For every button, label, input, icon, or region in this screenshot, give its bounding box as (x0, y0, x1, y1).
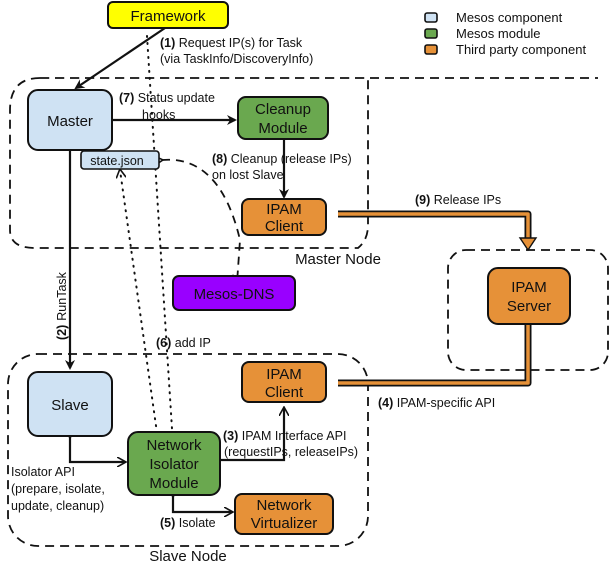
mesos-dns-node: Mesos-DNS (172, 275, 296, 311)
mesos-dns-label: Mesos-DNS (194, 286, 275, 303)
isolator-api-label-line2: (prepare, isolate, (11, 482, 105, 496)
edge-8-label-line2: on lost Slave (212, 168, 284, 182)
slave-ipam-client-label-line2: Client (265, 384, 304, 401)
edge-release-ips (338, 210, 538, 252)
edge-1-label-line1: (1) Request IP(s) for Task (160, 36, 303, 50)
legend: Mesos component Mesos module Third party… (424, 10, 586, 57)
framework-label: Framework (130, 8, 206, 25)
network-virtualizer-label-line1: Network (256, 497, 312, 514)
framework-node: Framework (107, 1, 229, 29)
edge-9-label: (9) Release IPs (415, 193, 501, 207)
edge-isolator-api (70, 437, 125, 462)
edge-add-ip (120, 170, 159, 441)
cleanup-module-node: Cleanup Module (237, 96, 329, 140)
legend-swatch-third-party (424, 44, 438, 55)
edge-isolate (173, 496, 232, 512)
master-ipam-client-label-line1: IPAM (266, 201, 302, 218)
edge-request-ips (74, 27, 166, 90)
ipam-server-node: IPAM Server (487, 267, 571, 325)
edge-3-label-line1: (3) IPAM Interface API (223, 429, 346, 443)
edge-7-label-line2: hooks (142, 108, 175, 122)
edge-7-label-line1: (7) Status update (119, 91, 215, 105)
network-isolator-label-line2: Isolator (149, 456, 198, 473)
network-virtualizer-node: Network Virtualizer (234, 493, 334, 535)
isolator-api-label-line3: update, cleanup) (11, 499, 104, 513)
cleanup-module-label-line1: Cleanup (255, 101, 311, 118)
edge-3-label-line2: (requestIPs, releaseIPs) (224, 445, 358, 459)
edge-4-label: (4) IPAM-specific API (378, 396, 495, 410)
network-isolator-module-node: Network Isolator Module (127, 431, 221, 496)
edge-state-json-mesos-dns (162, 160, 240, 283)
slave-ipam-client-node: IPAM Client (241, 361, 327, 403)
edge-5-label: (5) Isolate (160, 516, 216, 530)
master-node: Master (27, 89, 113, 151)
edge-6-label: (6) add IP (156, 336, 211, 350)
legend-label-mesos-component: Mesos component (456, 10, 563, 25)
master-ipam-client-label-line2: Client (265, 218, 304, 235)
master-node-label: Master Node (295, 251, 381, 268)
slave-node-label: Slave Node (149, 548, 227, 565)
legend-label-third-party: Third party component (456, 42, 586, 57)
dotted-framework-to-network-isolator (146, 35, 175, 461)
network-virtualizer-label-line2: Virtualizer (251, 515, 317, 532)
master-label: Master (47, 113, 93, 130)
network-isolator-label-line1: Network (146, 437, 202, 454)
edge-2-label: (2)RunTask (55, 271, 69, 340)
state-json-node: state.json (80, 150, 160, 170)
edge-8-label-line1: (8) Cleanup (release IPs) (212, 152, 352, 166)
edge-1-label-line2: (via TaskInfo/DiscoveryInfo) (160, 52, 313, 66)
slave-node: Slave (27, 371, 113, 437)
slave-node-region (7, 353, 369, 547)
edge-ipam-interface-api (220, 408, 284, 460)
cleanup-module-label-line2: Module (258, 120, 307, 137)
master-ipam-client-node: IPAM Client (241, 198, 327, 236)
master-node-region (9, 77, 598, 249)
ipam-server-label-line1: IPAM (511, 279, 547, 296)
slave-ipam-client-label-line1: IPAM (266, 366, 302, 383)
legend-swatch-mesos-module (424, 28, 438, 39)
ipam-server-label-line2: Server (507, 298, 551, 315)
isolator-api-label-line1: Isolator API (11, 465, 75, 479)
legend-swatch-mesos-component (424, 12, 438, 23)
network-isolator-label-line3: Module (149, 475, 198, 492)
state-json-label: state.json (90, 154, 144, 168)
slave-label: Slave (51, 397, 89, 414)
legend-label-mesos-module: Mesos module (456, 26, 541, 41)
